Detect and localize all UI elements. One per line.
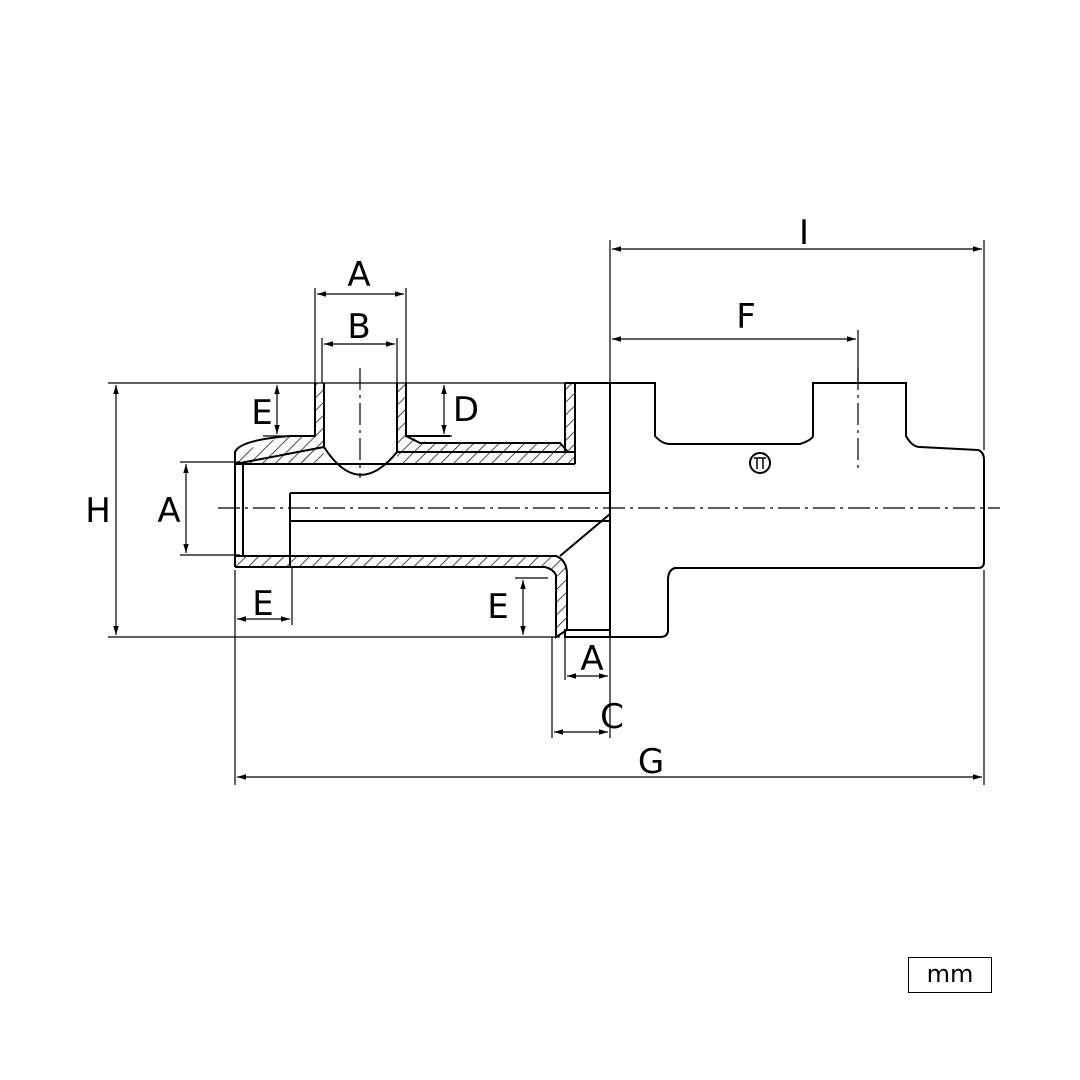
dim-label-b-top: B [347, 307, 370, 347]
main-body-outline [564, 382, 985, 638]
dimension-label-group: A B D E H A E E A C G I F [85, 213, 809, 782]
dim-label-e-bottom-left: E [252, 584, 273, 624]
dim-label-c-bottom: C [600, 697, 624, 737]
dim-label-e-top: E [251, 393, 272, 433]
dim-label-e-bottom-mid: E [487, 587, 508, 627]
unit-label: mm [908, 957, 992, 993]
dim-label-a-left: A [157, 491, 180, 531]
exterior-view [564, 382, 985, 638]
dim-label-a-top: A [347, 255, 370, 295]
branch-bore-curve [323, 446, 398, 476]
dim-label-f-top: F [736, 297, 756, 337]
dimension-lines [108, 240, 985, 785]
dim-label-i-top: I [799, 213, 809, 253]
dim-label-d-top: D [453, 390, 479, 430]
hatch-right-socket [565, 383, 575, 452]
dim-label-a-bottom: A [580, 639, 603, 679]
hatch-branch-left-wall [235, 383, 324, 464]
center-lines [218, 368, 1000, 509]
dim-label-h-left: H [85, 491, 111, 531]
dim-label-g-bottom: G [638, 742, 664, 782]
hatch-bottom-wall [235, 556, 567, 637]
branch-left-outline [234, 383, 316, 567]
section-view [234, 382, 611, 639]
logo-mark-icon [749, 452, 771, 474]
